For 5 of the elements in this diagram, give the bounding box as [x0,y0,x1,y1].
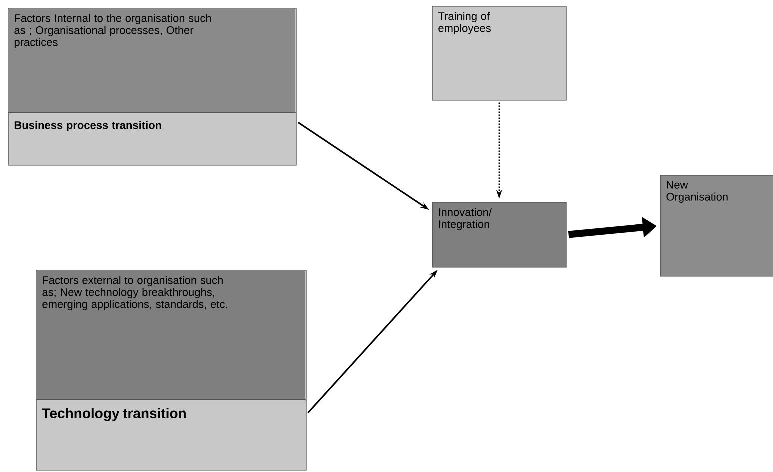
text-box: Factors Internal to the organisation such as ; Organisational processes, Other practices Business process transition [8,8,297,166]
text-box: New Organisation [660,175,773,277]
text-box: Factors external to organisation such as; New technology breakthroughs, emerging applications, standards, etc. Technology transition [36,270,307,471]
text-box: Innovation/ Integration [432,202,567,268]
text-box: Training of employees [432,6,567,101]
